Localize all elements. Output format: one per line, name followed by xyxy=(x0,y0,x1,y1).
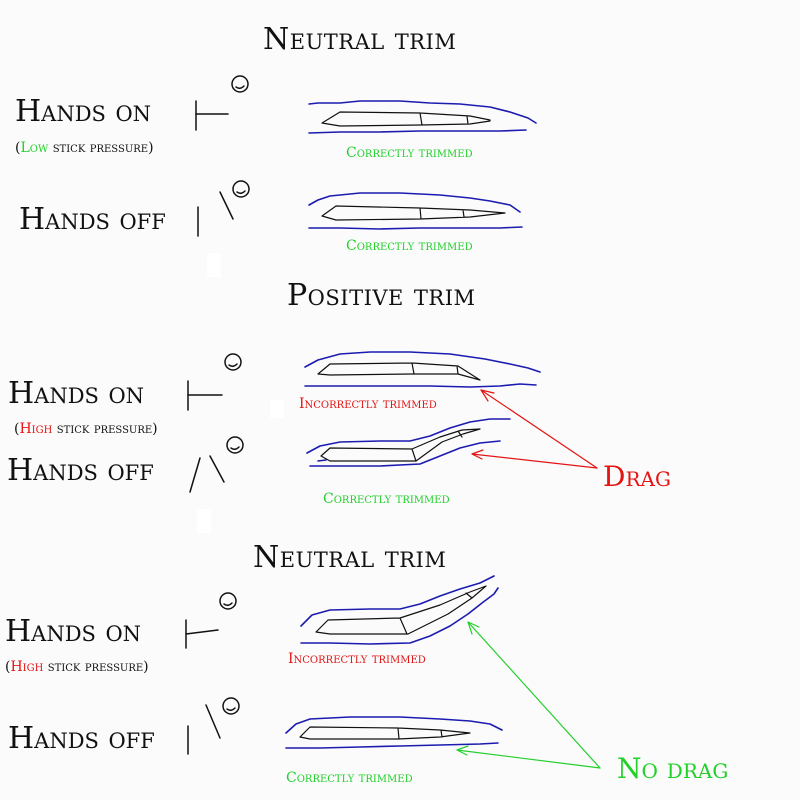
trim-status: Correctly trimmed xyxy=(346,145,473,161)
trim-status: Correctly trimmed xyxy=(346,238,473,254)
stick-figure-hands-off xyxy=(189,436,244,493)
stick-figure-hands-off xyxy=(197,180,250,237)
stick-figure-hands-on xyxy=(187,353,242,411)
section-title: Neutral trim xyxy=(253,540,447,575)
glider-hands-on-incorrect xyxy=(300,575,499,645)
blank-mark xyxy=(207,253,221,277)
stick-pressure-note: (Low stick pressure) xyxy=(15,140,154,156)
glider-hands-off-correct xyxy=(306,418,511,467)
glider-hands-on-correct xyxy=(308,100,537,134)
trim-status: Incorrectly trimmed xyxy=(288,651,426,667)
hands-on-label: Hands on xyxy=(8,376,145,411)
hands-off-label: Hands off xyxy=(8,721,155,756)
blank-mark xyxy=(270,400,284,418)
drag-callout: Drag xyxy=(603,460,671,493)
pressure-level: High xyxy=(10,659,44,675)
pressure-level: Low xyxy=(20,140,49,156)
stick-figure-hands-on xyxy=(185,592,237,649)
pressure-level: High xyxy=(19,421,53,437)
trim-status: Correctly trimmed xyxy=(323,491,450,507)
trim-status: Incorrectly trimmed xyxy=(299,396,437,412)
section-title: Neutral trim xyxy=(263,22,457,57)
hands-off-label: Hands off xyxy=(19,202,166,237)
stick-pressure-note: (High stick pressure) xyxy=(14,421,158,437)
trim-status: Correctly trimmed xyxy=(286,770,413,786)
stick-pressure-note: (High stick pressure) xyxy=(5,659,149,675)
no-drag-callout: No drag xyxy=(617,752,729,785)
drag-arrows xyxy=(471,389,598,469)
glider-hands-off-correct xyxy=(308,192,523,230)
section-title: Positive trim xyxy=(287,278,476,313)
glider-hands-off-correct xyxy=(285,716,503,749)
blank-mark xyxy=(197,509,211,533)
hands-off-label: Hands off xyxy=(7,453,154,488)
hands-on-label: Hands on xyxy=(15,94,152,129)
stick-figure-hands-on xyxy=(195,75,249,131)
glider-hands-on-incorrect xyxy=(304,351,541,388)
no-drag-arrows xyxy=(456,621,601,769)
stick-figure-hands-off xyxy=(187,697,240,755)
hands-on-label: Hands on xyxy=(5,614,142,649)
